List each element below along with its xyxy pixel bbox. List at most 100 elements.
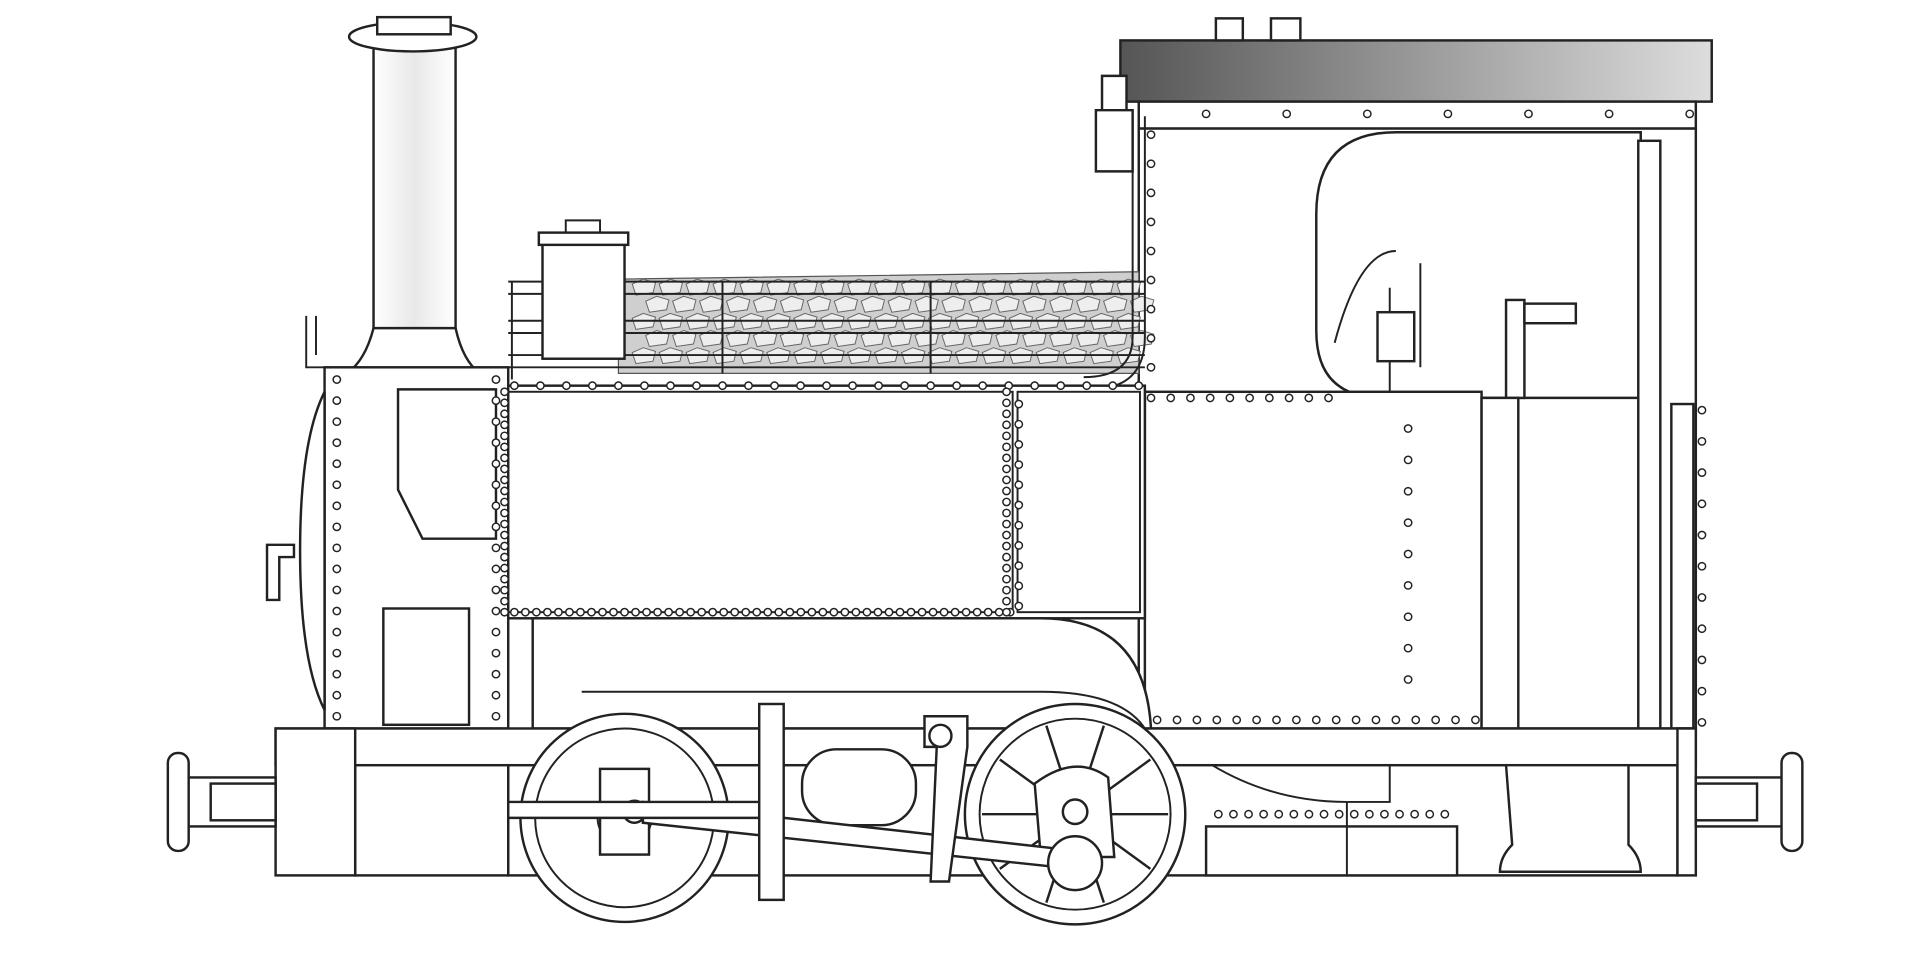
rivet: [1264, 393, 1274, 403]
rivet: [1014, 581, 1024, 591]
rivet: [851, 607, 861, 617]
coal-lump: [860, 295, 886, 313]
rivet: [1471, 715, 1480, 725]
chimney: [342, 15, 484, 375]
rivet: [1697, 405, 1707, 415]
rivet: [500, 541, 509, 551]
rivet: [1192, 715, 1202, 725]
rivet: [1410, 809, 1420, 819]
rear-buffer-beam: [1676, 727, 1698, 877]
coal-lump: [1049, 330, 1074, 348]
rivet: [1002, 464, 1011, 474]
rivet: [491, 585, 501, 595]
rivet: [1212, 715, 1222, 725]
coal-lump: [941, 295, 966, 313]
brake-pipe: [1211, 764, 1391, 876]
rivet: [1371, 715, 1381, 725]
rivet: [1146, 275, 1156, 285]
rivet: [1014, 480, 1024, 490]
rivet: [500, 409, 509, 419]
rivet: [917, 607, 927, 617]
cab-roof: [1119, 39, 1713, 103]
rivet: [840, 607, 850, 617]
rivet: [950, 607, 960, 617]
rivet: [332, 396, 342, 405]
rivet: [796, 607, 806, 617]
coal-lump: [672, 330, 697, 348]
motion-bracket: [757, 702, 785, 902]
rivets: [332, 109, 1707, 819]
coal-lumps: [631, 278, 1155, 365]
rivet: [1014, 601, 1024, 611]
rivet: [1014, 500, 1024, 510]
cab-eave: [1137, 100, 1698, 130]
rivet: [500, 585, 509, 595]
whistle-valve: [1376, 310, 1416, 363]
rivet: [1403, 424, 1413, 433]
rivet: [1002, 574, 1011, 584]
rivet: [1146, 188, 1156, 198]
rivet: [500, 530, 509, 540]
rivet: [873, 607, 883, 617]
rivet: [774, 607, 784, 617]
rivet: [1146, 393, 1156, 403]
splasher-inner: [581, 690, 1146, 730]
rivet: [500, 508, 509, 518]
rivet: [500, 486, 509, 496]
rivet: [1380, 809, 1389, 819]
rivet: [978, 381, 988, 391]
reversing-lever: [1504, 298, 1526, 400]
rivet: [491, 396, 501, 405]
smokebox: [265, 315, 510, 730]
rivet: [491, 564, 501, 574]
cab-handrail: [1670, 402, 1695, 730]
firebox-backhead: [1480, 396, 1520, 730]
frame-opening: [800, 748, 918, 827]
coal-lump: [833, 330, 859, 348]
rivet: [972, 607, 982, 617]
rivet: [640, 381, 649, 391]
steam-pipe: [396, 388, 498, 540]
rivet: [1697, 561, 1707, 571]
rivet: [1205, 393, 1215, 403]
rivet: [332, 690, 342, 700]
rivet: [491, 690, 501, 700]
rivet: [332, 564, 342, 574]
coal-lump: [995, 330, 1020, 348]
coal-lump: [1022, 330, 1047, 348]
rivet: [1002, 508, 1011, 518]
rivet: [1002, 596, 1011, 606]
rivet: [1252, 715, 1262, 725]
coal-lump: [995, 295, 1020, 313]
rivet: [1697, 717, 1707, 727]
cab-opening: [1315, 131, 1642, 400]
rivet: [1440, 809, 1450, 819]
rivet: [1146, 362, 1156, 372]
rivet: [939, 607, 949, 617]
rivet: [332, 711, 342, 721]
rivet: [500, 420, 509, 430]
coal-lump: [779, 330, 805, 348]
rivet: [491, 627, 501, 637]
rivet: [520, 607, 530, 617]
rivet: [598, 607, 607, 617]
rivet: [1014, 541, 1024, 550]
coal-lump: [645, 295, 670, 313]
rivet: [500, 552, 509, 562]
rivet: [1403, 675, 1413, 684]
rivet: [1082, 381, 1092, 391]
rivet: [785, 607, 795, 617]
rivet: [491, 459, 501, 469]
rivet: [1403, 518, 1413, 528]
roof-vent: [1269, 17, 1302, 42]
rivet: [1002, 519, 1011, 529]
cab-rear-pillar: [1637, 139, 1662, 730]
rivet: [1225, 393, 1235, 403]
rivet: [1697, 530, 1707, 540]
rivet: [500, 519, 509, 529]
coal-lump: [914, 295, 939, 313]
rivet: [1604, 109, 1614, 119]
ashpan: [1204, 825, 1459, 877]
coal-lump: [887, 330, 912, 348]
rivet: [666, 381, 675, 391]
